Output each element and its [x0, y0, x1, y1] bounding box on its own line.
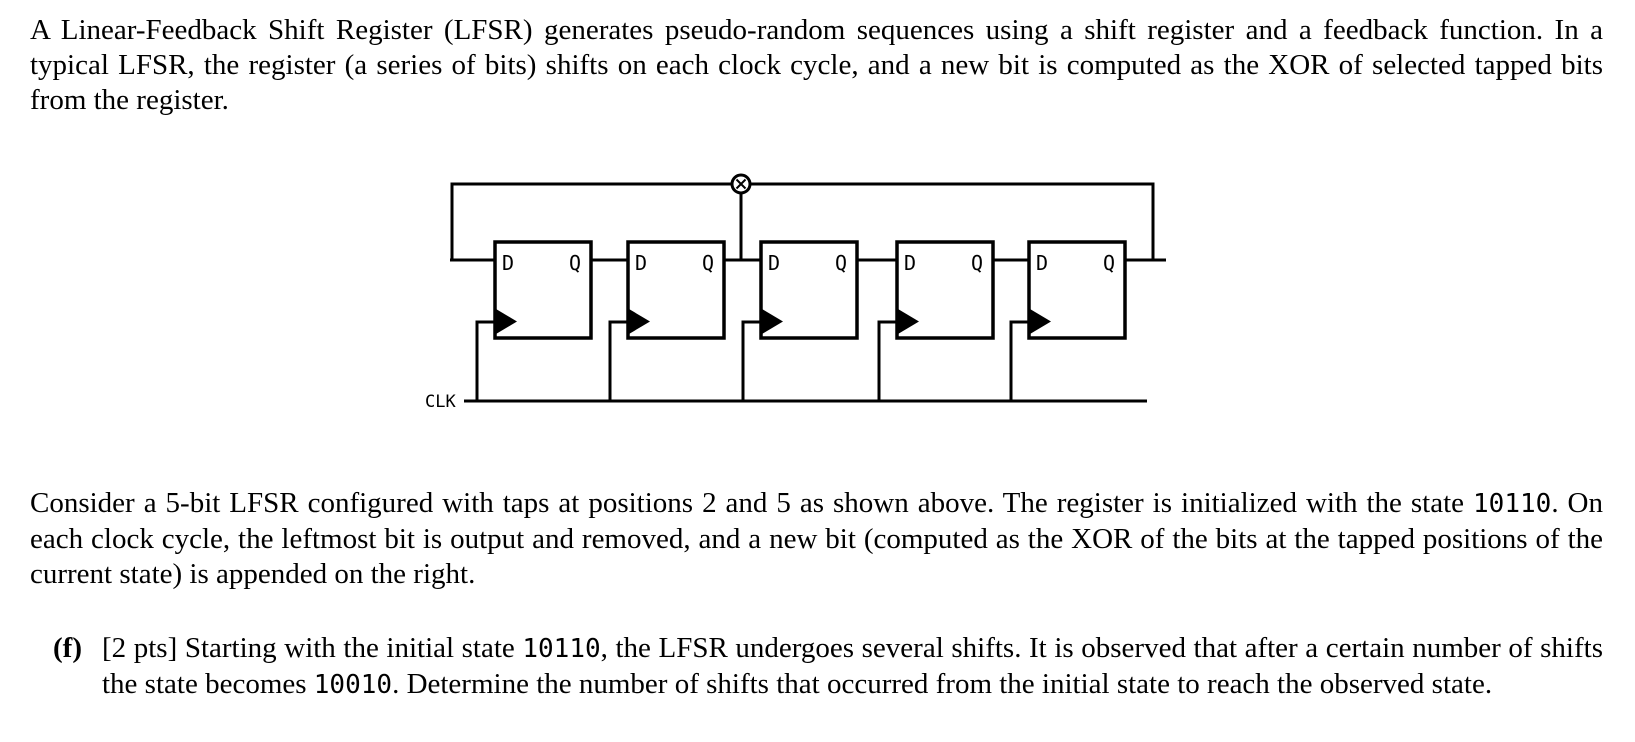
question-f-observed-state: 10010: [313, 670, 393, 700]
clock-edge-triangles: [496, 309, 1051, 334]
ff1-clock-triangle-icon: [496, 309, 517, 334]
initial-state-value: 10110: [1473, 489, 1552, 519]
intro-text: A Linear-Feedback Shift Register (LFSR) …: [30, 14, 1603, 116]
question-f-body: [2 pts] Starting with the initial state …: [102, 631, 1603, 703]
description-text-1: Consider a 5-bit LFSR configured with ta…: [30, 487, 1474, 519]
clk-label: CLK: [425, 392, 456, 412]
flip-flop-2: [626, 240, 726, 340]
ff1-q-label: Q: [569, 251, 581, 275]
ff2-q-label: Q: [702, 251, 714, 275]
lfsr-circuit-diagram: D Q D Q D Q D Q D Q CLK: [425, 173, 1166, 412]
ff4-clock-triangle-icon: [898, 309, 919, 334]
question-f-text-2: , the LFSR undergoes several shifts. It …: [102, 632, 1603, 700]
feedback-wires: [450, 182, 1166, 262]
ff3-clock-triangle-icon: [762, 309, 783, 334]
ff2-clk-wire: [608, 320, 628, 401]
ff1-clk-wire: [475, 320, 495, 401]
question-f-initial-state: 10110: [522, 634, 601, 664]
ff2-d-label: D: [635, 251, 647, 275]
intro-paragraph: A Linear-Feedback Shift Register (LFSR) …: [30, 13, 1603, 118]
clock-wires: [464, 320, 1147, 403]
question-f-label: (f): [53, 632, 82, 664]
ff4-q-label: Q: [971, 251, 983, 275]
xor-gate-icon: [730, 173, 752, 195]
ff1-d-label: D: [502, 251, 514, 275]
ff3-q-label: Q: [835, 251, 847, 275]
description-text-2: . On each clock cycle, the leftmost bit …: [30, 487, 1603, 590]
question-f-text-1: Starting with the initial state: [177, 632, 523, 664]
ff5-d-label: D: [1036, 251, 1048, 275]
question-f-points: [2 pts]: [102, 632, 178, 664]
question-f-text-3: . Determine the number of shifts that oc…: [392, 668, 1493, 700]
question-f-item: (f) [2 pts] Starting with the initial st…: [53, 631, 1603, 703]
description-paragraph: Consider a 5-bit LFSR configured with ta…: [30, 486, 1603, 592]
flip-flop-labels: D Q D Q D Q D Q D Q: [502, 251, 1115, 275]
ff5-q-label: Q: [1103, 251, 1115, 275]
ff5-clk-wire: [1009, 320, 1029, 401]
ff3-clk-wire: [741, 320, 761, 401]
flip-flop-4: [895, 240, 995, 340]
flip-flop-boxes: [493, 240, 1127, 340]
ff2-clock-triangle-icon: [629, 309, 650, 334]
ff4-d-label: D: [904, 251, 916, 275]
ff5-clock-triangle-icon: [1030, 309, 1051, 334]
ff3-d-label: D: [768, 251, 780, 275]
feedback-loop-wire: [450, 182, 1155, 260]
ff4-clk-wire: [877, 320, 897, 401]
